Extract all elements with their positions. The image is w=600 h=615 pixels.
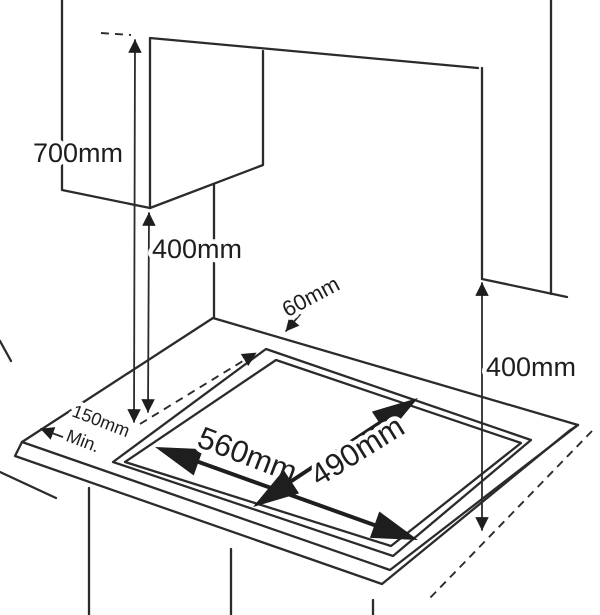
cutout-outer-edge — [111, 347, 533, 558]
dim-490mm-label: 490mm — [304, 408, 410, 492]
wall-base-edge — [480, 277, 569, 299]
dim-150mm: 150mm Min. — [40, 396, 137, 461]
countertop — [0, 316, 580, 615]
dim-150mm-min-label: Min. — [64, 426, 103, 457]
dim-560mm-arrowhead-left — [155, 447, 204, 476]
upper-cabinet — [60, 0, 480, 210]
dim-400mm-left-label: 400mm — [152, 234, 242, 264]
counter-top-face — [20, 316, 580, 572]
dim-490mm-shaft — [288, 420, 383, 484]
dim-700mm: 700mm — [28, 32, 142, 423]
back-wall — [212, 0, 569, 320]
cutout-inner-edge — [123, 358, 523, 548]
hood-level-dashed-line — [100, 32, 132, 36]
dim-60mm-leader — [285, 310, 304, 332]
cutout-corner-dashed-leader — [139, 352, 257, 425]
dim-700mm-label: 700mm — [33, 138, 123, 168]
dim-700mm-line — [127, 39, 142, 423]
dim-60mm: 60mm — [273, 267, 348, 332]
dim-490mm-arrowhead-top — [371, 398, 418, 435]
dim-490mm-arrowhead-bottom — [253, 470, 300, 507]
dim-150mm-arrow — [40, 427, 99, 452]
counter-level-dashed-line — [427, 430, 593, 601]
dim-400mm-left-line — [141, 212, 156, 413]
dim-560mm-arrowhead-right — [369, 511, 418, 540]
hob-cutout — [111, 347, 533, 558]
dim-400mm-left: 400mm — [141, 212, 247, 413]
dim-60mm-label: 60mm — [278, 271, 344, 322]
cabinet-outline — [148, 36, 480, 210]
dim-400mm-right: 400mm — [427, 282, 593, 601]
dim-400mm-right-label: 400mm — [486, 352, 576, 382]
cabinet-right-edge — [148, 49, 265, 210]
left-base-fragment — [0, 470, 58, 500]
left-wall-fragment — [0, 339, 13, 363]
counter-thickness — [13, 423, 580, 586]
left-unit-front-edge — [60, 0, 152, 210]
